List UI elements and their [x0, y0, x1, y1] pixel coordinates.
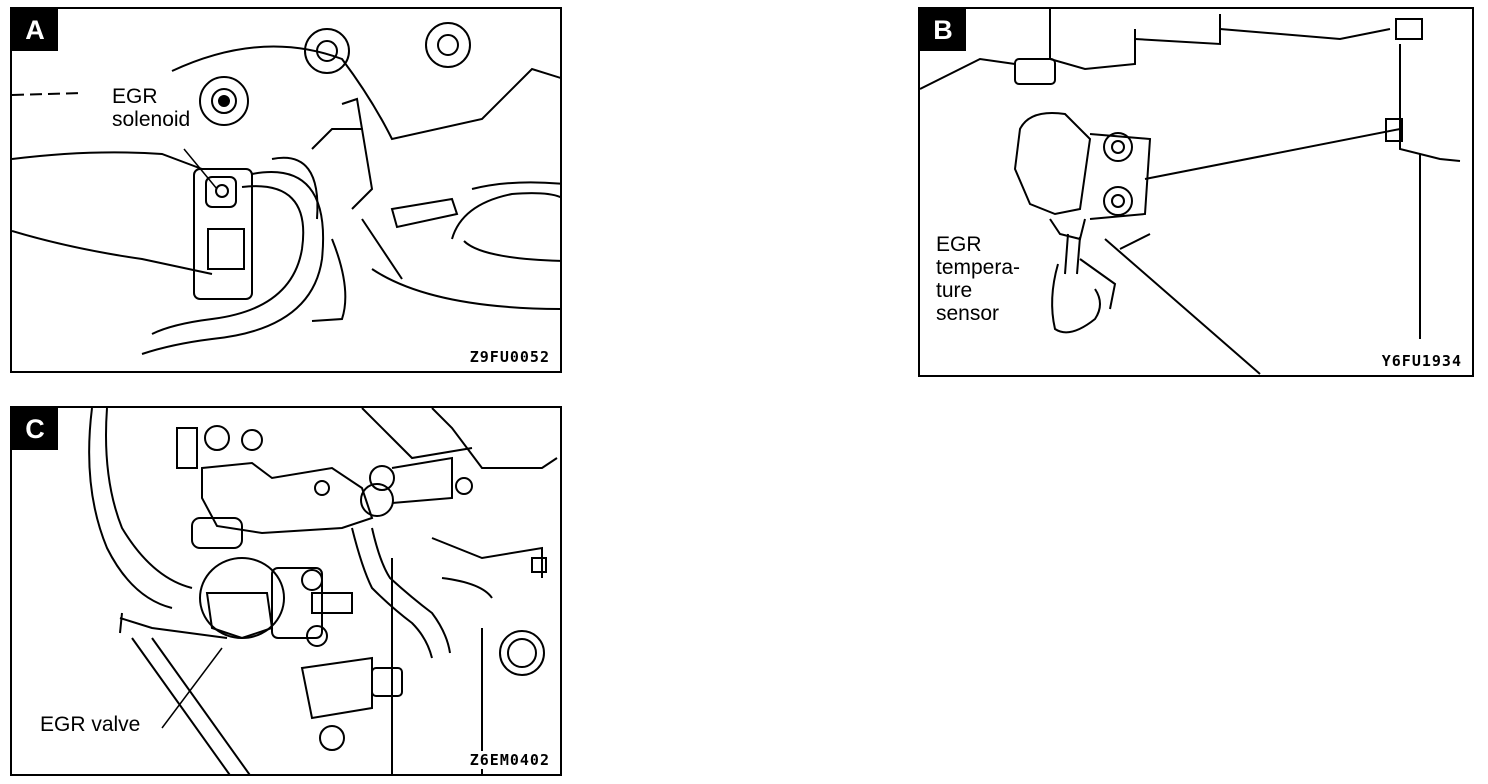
panel-a: A EGR solenoid Z9FU0052 [10, 7, 562, 373]
egr-temperature-sensor-label-line2: tempera- [936, 256, 1021, 279]
egr-solenoid-illustration [12, 22, 560, 355]
egr-temperature-sensor-illustration [920, 9, 1461, 375]
egr-solenoid-label-line1: EGR [112, 85, 158, 108]
panel-b-badge: B [920, 9, 966, 51]
egr-temperature-sensor-label-line3: ture [936, 279, 973, 302]
panel-c-badge: C [12, 408, 58, 450]
egr-temperature-sensor-label-line4: sensor [936, 302, 1000, 325]
egr-solenoid-label: EGR solenoid [110, 85, 192, 131]
egr-valve-label: EGR valve [38, 713, 143, 736]
egr-valve-illustration [88, 408, 558, 774]
panel-a-badge: A [12, 9, 58, 51]
egr-temperature-sensor-label-line1: EGR [936, 233, 982, 256]
panel-c-code: Z6EM0402 [467, 751, 552, 769]
panel-b: B EGR tempera- ture sensor Y6FU1934 [918, 7, 1474, 377]
panel-a-code: Z9FU0052 [467, 348, 552, 366]
egr-solenoid-label-line2: solenoid [112, 108, 191, 131]
panel-c: C EGR valve Z6EM0402 [10, 406, 562, 776]
panel-b-code: Y6FU1934 [1379, 352, 1464, 370]
egr-temperature-sensor-label: EGR tempera- ture sensor [934, 233, 1022, 325]
